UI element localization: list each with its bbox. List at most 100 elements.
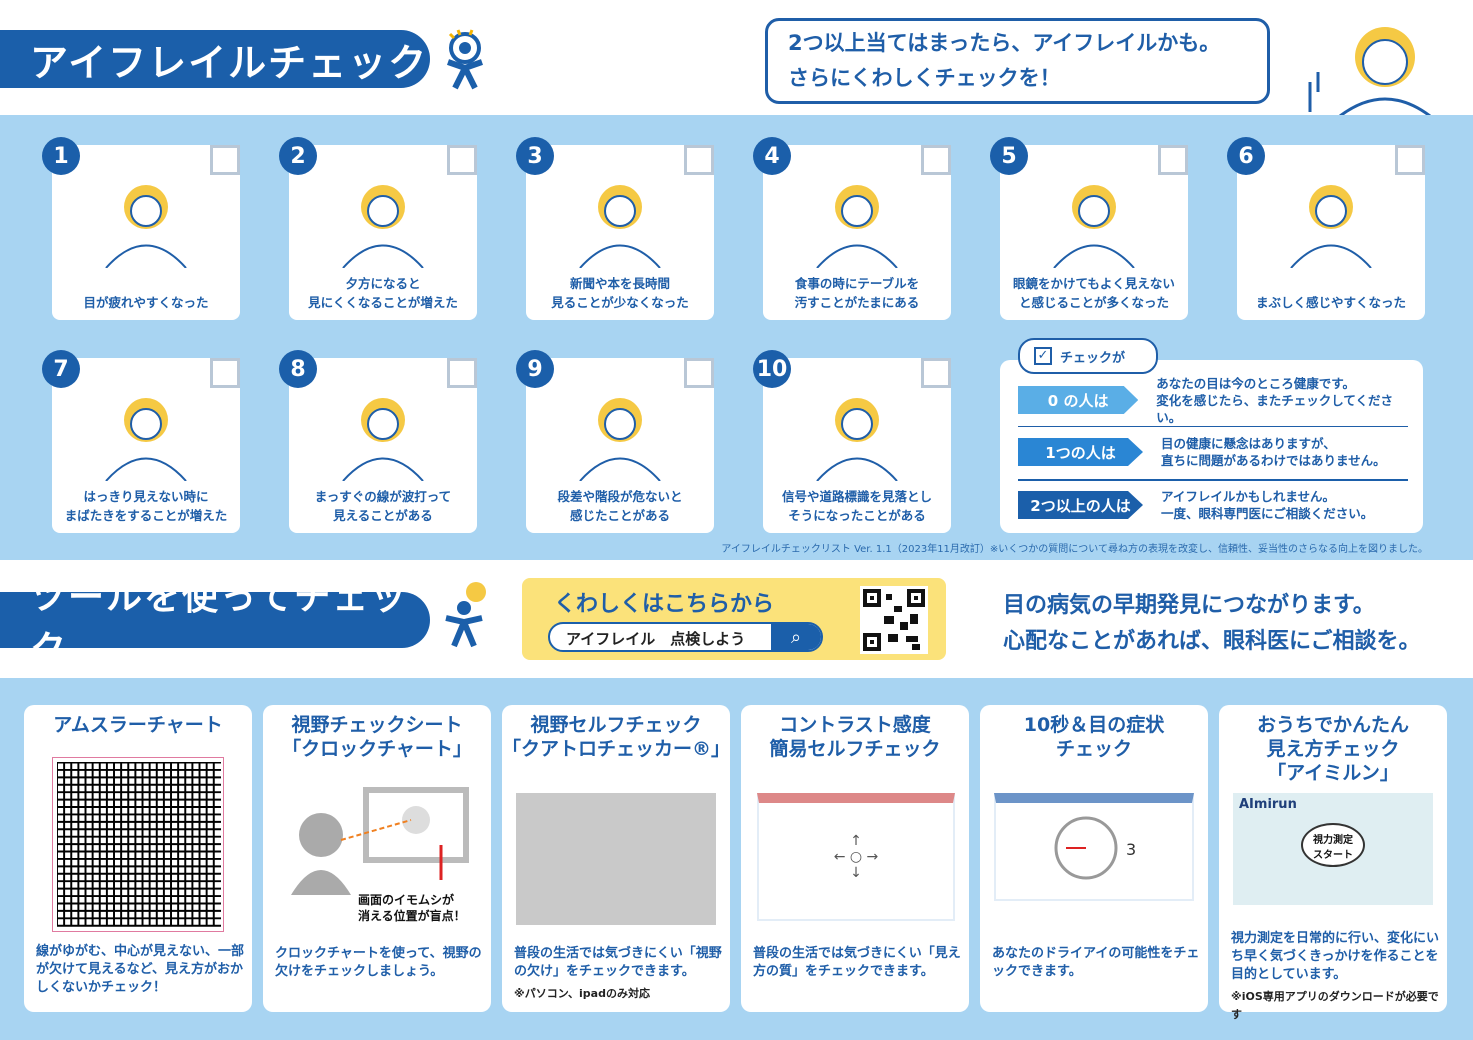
result-tag: 2つ以上の人は xyxy=(1018,491,1143,519)
tool-desc-text: 普段の生活では気づきにくい「視野の欠け」をチェックできます。 xyxy=(514,946,722,979)
item-number: 8 xyxy=(279,350,317,388)
checklist-card[interactable]: 9 段差や階段が危ないと 感じたことがある xyxy=(516,350,714,533)
search-heading: くわしくはこちらから xyxy=(554,592,775,617)
quattro-checker-image xyxy=(516,793,716,925)
result-row-1: 1つの人は目の健康に懸念はありますが、 直ちに問題があるわけではありません。 xyxy=(1018,432,1408,472)
tool-title: アムスラーチャート xyxy=(53,714,223,736)
search-box: くわしくはこちらから アイフレイル 点検しよう ⌕ xyxy=(522,578,946,660)
result-row-0: 0 の人はあなたの目は今のところ健康です。 変化を感じたら、またチェックしてくだ… xyxy=(1018,376,1408,425)
checklist-card[interactable]: 7 はっきり見えない時に まばたきをすることが増えた xyxy=(42,350,240,533)
amsler-grid xyxy=(52,757,224,932)
checkbox[interactable] xyxy=(210,145,240,175)
search-query[interactable]: アイフレイル 点検しよう xyxy=(566,630,746,648)
tools-banner: ツールを使ってチェック xyxy=(0,577,430,670)
item-illustration xyxy=(342,398,424,481)
item-text: 信号や道路標識を見落とし そうになったことがある xyxy=(781,489,932,523)
tool-description: 普段の生活では気づきにくい「視野の欠け」をチェックできます。 ※パソコン、ipad… xyxy=(514,945,722,1003)
checkbox[interactable] xyxy=(1158,145,1188,175)
dryeye-check-image: 3 xyxy=(994,793,1194,901)
item-illustration xyxy=(1053,185,1135,268)
item-number: 9 xyxy=(516,350,554,388)
checkbox[interactable] xyxy=(1395,145,1425,175)
contrast-check-image: ↑← ○ →↓ xyxy=(757,793,955,921)
bubble-line-1: 2つ以上当てはまったら、アイフレイルかも。 xyxy=(788,31,1221,55)
item-number: 6 xyxy=(1227,137,1265,175)
item-text: 食事の時にテーブルを 汚すことがたまにある xyxy=(794,276,920,310)
bubble-line-2: さらにくわしくチェックを！ xyxy=(788,66,1061,90)
item-text: まぶしく感じやすくなった xyxy=(1255,295,1406,310)
checklist-card[interactable]: 10 信号や道路標識を見落とし そうになったことがある xyxy=(753,350,951,533)
item-text: 段差や階段が危ないと 感じたことがある xyxy=(557,489,683,523)
result-row-2: 2つ以上の人はアイフレイルかもしれません。 一度、眼科専門医にご相談ください。 xyxy=(1018,485,1408,525)
item-text: 目が疲れやすくなった xyxy=(83,295,209,310)
item-number: 3 xyxy=(516,137,554,175)
checklist-card[interactable]: 8 まっすぐの線が波打って 見えることがある xyxy=(279,350,477,533)
tool-title: おうちでかんたん 見え方チェック 「アイミルン」 xyxy=(1256,714,1409,784)
tool-note: ※パソコン、ipadのみ対応 xyxy=(514,987,650,1000)
result-header-label: チェックが xyxy=(1060,350,1126,366)
item-text: 新聞や本を長時間 見ることが少なくなった xyxy=(551,276,689,310)
tool-card[interactable]: 視野チェックシート 「クロックチャート」 画面のイモムシが 消える位置が盲点！ … xyxy=(263,705,491,1012)
tool-title: コントラスト感度 簡易セルフチェック xyxy=(769,714,941,760)
app-start-button: 視力測定 スタート xyxy=(1301,823,1365,867)
item-number: 4 xyxy=(753,137,791,175)
checkbox[interactable] xyxy=(684,358,714,388)
doctor-illustration xyxy=(1308,27,1431,116)
checkbox[interactable] xyxy=(210,358,240,388)
tool-desc-text: 普段の生活では気づきにくい「見え方の質」をチェックできます。 xyxy=(753,946,961,979)
result-tag: 0 の人は xyxy=(1018,386,1139,414)
tool-card[interactable]: コントラスト感度 簡易セルフチェック ↑← ○ →↓ 普段の生活では気づきにくい「… xyxy=(741,705,969,1012)
checkbox[interactable] xyxy=(921,145,951,175)
item-number: 1 xyxy=(42,137,80,175)
tool-card[interactable]: 視野セルフチェック 「クアトロチェッカー®」 普段の生活では気づきにくい「視野の… xyxy=(502,705,730,1012)
item-illustration xyxy=(342,185,424,268)
tool-title: 10秒＆目の症状 チェック xyxy=(1023,714,1165,760)
result-box: ✓ チェックが 0 の人はあなたの目は今のところ健康です。 変化を感じたら、またチ… xyxy=(1000,338,1423,533)
svg-text:3: 3 xyxy=(1126,840,1136,859)
tool-desc-text: 線がゆがむ、中心が見えない、一部が欠けて見えるなど、見え方がおかしくないかチェッ… xyxy=(36,944,245,995)
checklist-card[interactable]: 3 新聞や本を長時間 見ることが少なくなった xyxy=(516,137,714,320)
item-illustration xyxy=(105,185,187,268)
tool-description: あなたのドライアイの可能性をチェックできます。 xyxy=(992,945,1200,981)
tool-description: 視力測定を日常的に行い、変化にいち早く気づくきっかけを作ることを目的としています… xyxy=(1231,930,1439,1024)
checklist-card[interactable]: 4 食事の時にテーブルを 汚すことがたまにある xyxy=(753,137,951,320)
qr-code[interactable] xyxy=(860,586,928,654)
item-text: はっきり見えない時に まばたきをすることが増えた xyxy=(64,489,228,523)
tool-desc-text: クロックチャートを使って、視野の欠けをチェックしましょう。 xyxy=(275,946,482,979)
item-illustration xyxy=(816,398,898,481)
item-text: 眼鏡をかけてもよく見えない と感じることが多くなった xyxy=(1013,276,1175,310)
result-tag: 1つの人は xyxy=(1018,438,1143,466)
checklist-card[interactable]: 1 目が疲れやすくなった xyxy=(42,137,240,320)
intro-bubble: 2つ以上当てはまったら、アイフレイルかも。 さらにくわしくチェックを！ xyxy=(765,18,1270,104)
item-illustration xyxy=(579,398,661,481)
checklist-card[interactable]: 6 まぶしく感じやすくなった xyxy=(1227,137,1425,320)
tool-card[interactable]: アムスラーチャート 線がゆがむ、中心が見えない、一部が欠けて見えるなど、見え方が… xyxy=(24,705,252,1012)
tool-title: 視野セルフチェック 「クアトロチェッカー®」 xyxy=(502,714,731,760)
search-icon[interactable]: ⌕ xyxy=(771,624,821,650)
checkbox[interactable] xyxy=(447,358,477,388)
item-text: まっすぐの線が波打って 見えることがある xyxy=(314,489,452,523)
checkbox[interactable] xyxy=(447,145,477,175)
message-line-1: 目の病気の早期発見につながります。 xyxy=(1003,593,1375,618)
item-number: 2 xyxy=(279,137,317,175)
checkbox-checked-icon: ✓ xyxy=(1034,347,1052,365)
tool-note: ※iOS専用アプリのダウンロードが必要です xyxy=(1231,990,1439,1021)
search-bar[interactable]: アイフレイル 点検しよう ⌕ xyxy=(548,622,823,652)
item-text: 夕方になると 見にくくなることが増えた xyxy=(308,276,458,310)
tool-card[interactable]: 10秒＆目の症状 チェック 3 あなたのドライアイの可能性をチェックできます。 xyxy=(980,705,1208,1012)
result-text: アイフレイルかもしれません。 一度、眼科専門医にご相談ください。 xyxy=(1161,489,1374,521)
result-text: 目の健康に懸念はありますが、 直ちに問題があるわけではありません。 xyxy=(1161,436,1386,468)
tool-title: 視野チェックシート 「クロックチャート」 xyxy=(282,714,472,760)
checkbox[interactable] xyxy=(921,358,951,388)
tool-desc-text: 視力測定を日常的に行い、変化にいち早く気づくきっかけを作ることを目的としています… xyxy=(1231,931,1440,982)
checklist-card[interactable]: 5 眼鏡をかけてもよく見えない と感じることが多くなった xyxy=(990,137,1188,320)
clock-chart-image xyxy=(281,785,473,965)
footnote: アイフレイルチェックリスト Ver. 1.1（2023年11月改訂）※いくつかの… xyxy=(721,544,1428,555)
item-illustration xyxy=(1290,185,1372,268)
tool-description: 普段の生活では気づきにくい「見え方の質」をチェックできます。 xyxy=(753,945,961,981)
checklist-card[interactable]: 2 夕方になると 見にくくなることが増えた xyxy=(279,137,477,320)
message-line-2: 心配なことがあれば、眼科医にご相談を。 xyxy=(1003,629,1421,654)
tool-description: 線がゆがむ、中心が見えない、一部が欠けて見えるなど、見え方がおかしくないかチェッ… xyxy=(36,943,244,997)
checkbox[interactable] xyxy=(684,145,714,175)
